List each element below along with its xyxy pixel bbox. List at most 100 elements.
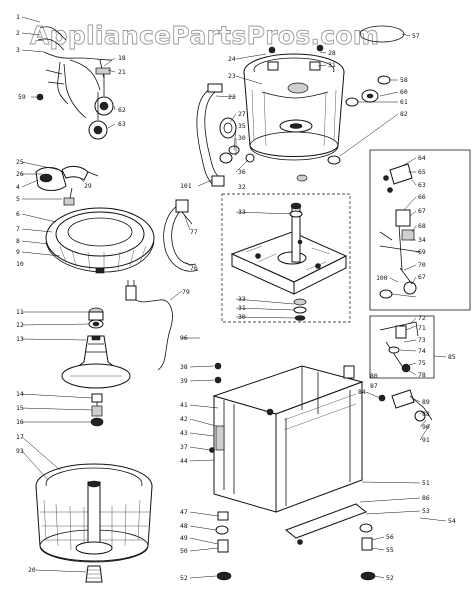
part-label-87: 87: [370, 382, 378, 390]
part-label-51: 51: [422, 479, 430, 487]
part-label-62: 62: [118, 106, 126, 114]
part-label-70: 70: [418, 261, 426, 269]
part-label-64: 64: [418, 154, 426, 162]
part-label-32: 32: [238, 183, 246, 191]
part-label-65: 65: [418, 168, 426, 176]
part-label-25: 25: [16, 158, 24, 166]
part-label-8: 8: [16, 237, 20, 245]
part-label-89: 89: [422, 398, 430, 406]
tub-cover: [45, 207, 155, 274]
part-label-2: 2: [16, 29, 20, 37]
part-label-63-detail: 63: [418, 181, 426, 189]
part-label-88: 88: [422, 410, 430, 418]
transmission-assembly: [221, 193, 351, 323]
part-label-5: 5: [16, 195, 20, 203]
part-label-39: 39: [180, 377, 188, 385]
part-label-67: 67: [418, 207, 426, 215]
wash-basket: [35, 463, 153, 583]
part-label-41: 41: [180, 401, 188, 409]
part-label-35: 35: [238, 122, 246, 130]
part-label-84: 84: [358, 388, 366, 396]
part-label-78: 78: [418, 371, 426, 379]
part-label-26: 26: [16, 170, 24, 178]
part-label-38: 38: [180, 363, 188, 371]
part-label-14: 14: [16, 390, 24, 398]
part-label-68: 68: [418, 222, 426, 230]
part-label-24: 24: [228, 55, 236, 63]
part-label-69: 69: [418, 248, 426, 256]
part-label-57: 57: [412, 32, 420, 40]
part-label-23: 23: [228, 72, 236, 80]
part-labels: 1 2 3 18 21 59 62 63 25 26 4 5 6 7 8 9 1…: [16, 13, 456, 582]
part-label-12: 12: [16, 321, 24, 329]
part-label-33: 33: [238, 208, 246, 216]
pump-assembly: [35, 165, 99, 206]
part-label-93: 93: [16, 447, 24, 455]
part-label-10: 10: [16, 260, 24, 268]
tub-hardware: [268, 44, 391, 165]
part-label-52-right: 52: [386, 574, 394, 582]
part-label-96: 96: [180, 334, 188, 342]
part-label-29: 29: [84, 182, 92, 190]
part-label-6: 6: [16, 210, 20, 218]
part-label-55: 55: [386, 546, 394, 554]
part-label-73: 73: [418, 336, 426, 344]
part-label-54: 54: [448, 517, 456, 525]
part-label-7: 7: [16, 225, 20, 233]
part-label-63: 63: [118, 120, 126, 128]
part-label-13: 13: [16, 335, 24, 343]
part-label-85: 85: [448, 353, 456, 361]
part-label-90: 90: [422, 423, 430, 431]
part-label-91: 91: [422, 436, 430, 444]
timer-detail: [369, 315, 435, 379]
part-label-80: 80: [370, 372, 378, 380]
part-label-31-lower: 31: [238, 304, 246, 312]
part-label-27: 27: [238, 110, 246, 118]
part-label-56: 56: [386, 533, 394, 541]
part-label-30: 30: [238, 134, 246, 142]
part-label-34: 34: [418, 236, 426, 244]
part-label-66: 66: [418, 193, 426, 201]
part-label-100: 100: [376, 274, 388, 282]
drain-hose: [163, 199, 199, 272]
part-label-28: 28: [328, 49, 336, 57]
part-label-48: 48: [180, 522, 188, 530]
drive-belt: [359, 25, 405, 43]
part-label-43: 43: [180, 429, 188, 437]
mix-valve: [378, 389, 433, 422]
part-label-16: 16: [16, 418, 24, 426]
part-label-61: 61: [400, 98, 408, 106]
watermark-text: AppliancePartsPros.com: [30, 21, 379, 50]
part-label-44: 44: [180, 457, 188, 465]
part-label-50: 50: [180, 547, 188, 555]
leader-lines: [21, 16, 447, 579]
part-label-58: 58: [400, 76, 408, 84]
part-label-71: 71: [418, 324, 426, 332]
part-label-21: 21: [118, 68, 126, 76]
part-label-67-lower: 67: [418, 273, 426, 281]
part-label-30-lower: 30: [238, 313, 246, 321]
part-label-49: 49: [180, 534, 188, 542]
part-label-9: 9: [16, 248, 20, 256]
part-label-3: 3: [16, 46, 20, 54]
part-label-86: 86: [422, 494, 430, 502]
agitator: [61, 307, 131, 427]
part-label-18: 18: [118, 54, 126, 62]
tub-hoses: [196, 83, 308, 187]
part-label-33-lower: 33: [238, 295, 246, 303]
part-label-15: 15: [16, 404, 24, 412]
part-label-60: 60: [400, 88, 408, 96]
part-label-101: 101: [180, 182, 192, 190]
part-label-52: 52: [180, 574, 188, 582]
wire-harness: [36, 26, 114, 140]
part-label-22: 22: [228, 93, 236, 101]
part-label-74: 74: [418, 347, 426, 355]
part-label-1: 1: [16, 13, 20, 21]
part-label-59: 59: [18, 93, 26, 101]
leveling-legs: [215, 511, 376, 581]
part-label-75: 75: [418, 359, 426, 367]
part-label-31: 31: [328, 61, 336, 69]
part-label-47: 47: [180, 508, 188, 516]
part-label-79: 79: [182, 288, 190, 296]
